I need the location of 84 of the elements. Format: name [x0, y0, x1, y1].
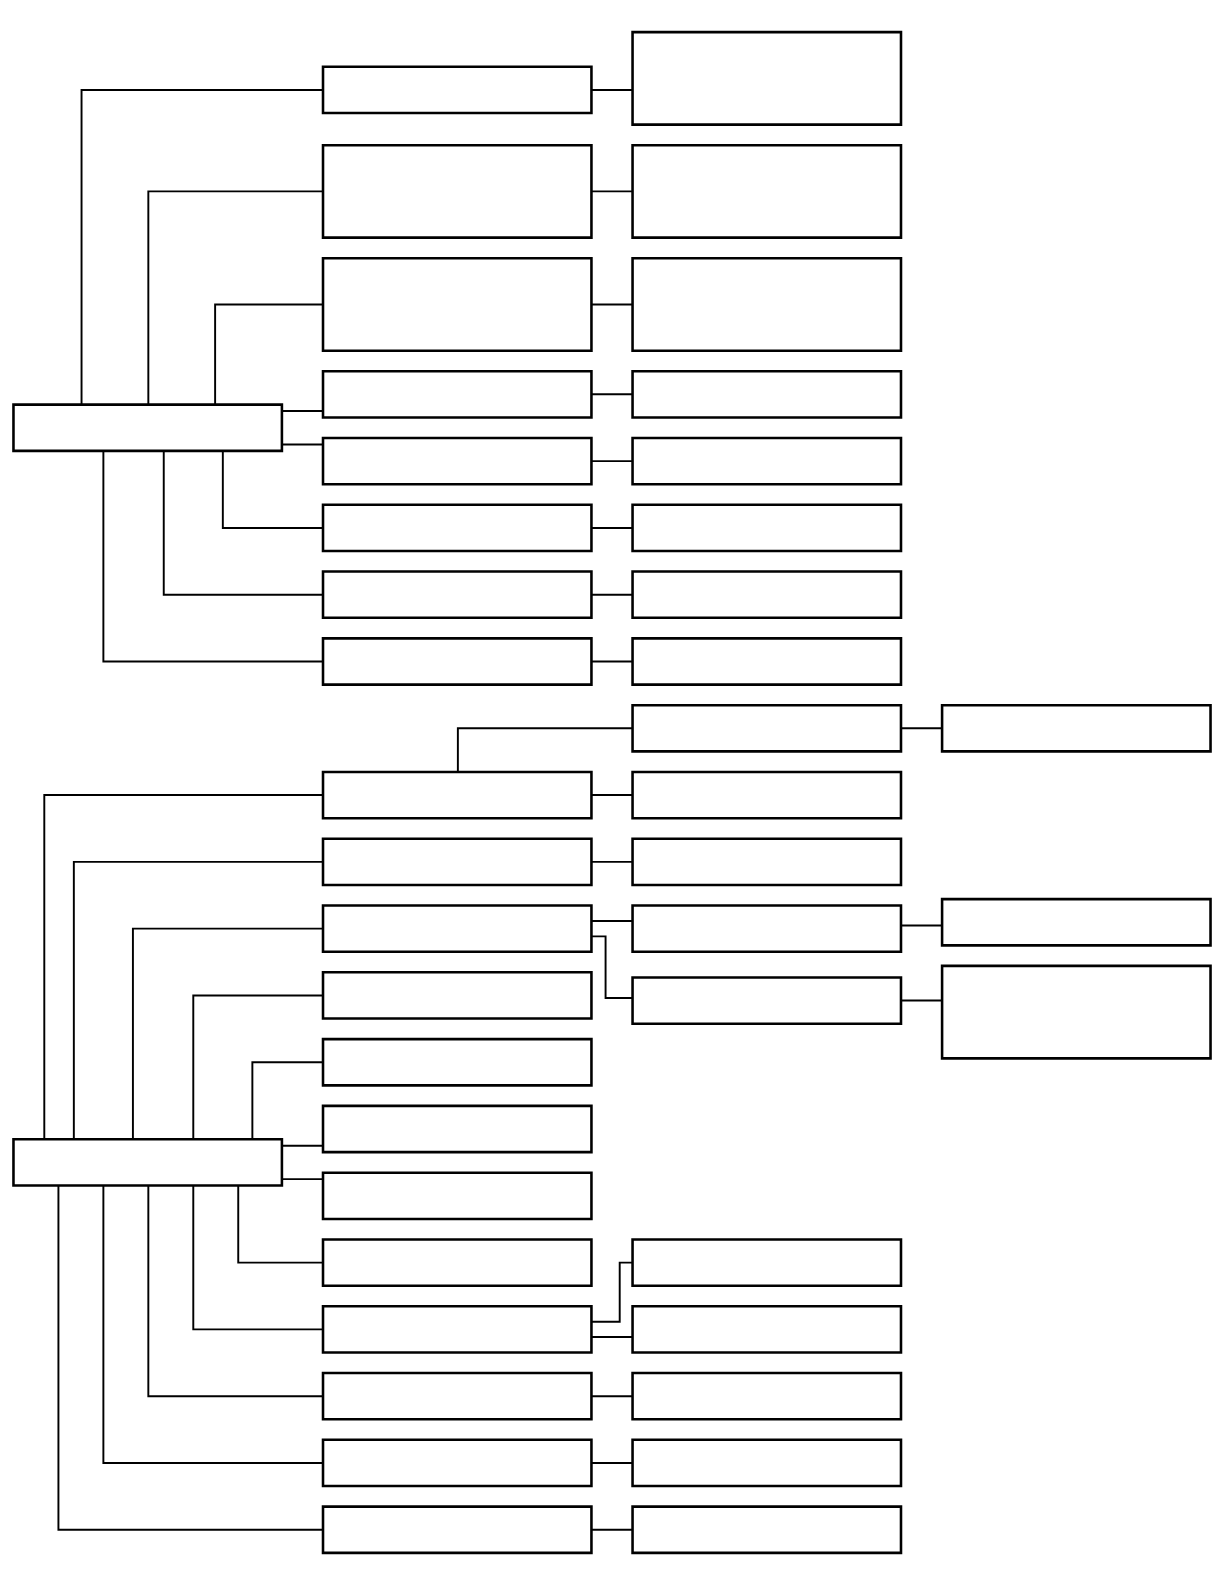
node-box	[321, 1104, 593, 1153]
node-box	[631, 703, 903, 753]
node-box	[321, 1504, 593, 1554]
connector	[237, 1184, 324, 1264]
node-box	[631, 1304, 903, 1354]
connector	[590, 459, 634, 462]
node-box	[631, 256, 903, 352]
node-box	[321, 1438, 593, 1487]
connector	[131, 927, 324, 1140]
connector	[590, 526, 634, 529]
node-box	[321, 636, 593, 686]
connector	[590, 1394, 634, 1397]
node-box	[940, 703, 1212, 753]
node-box	[631, 436, 903, 486]
node-box	[321, 503, 593, 552]
node-box	[321, 970, 593, 1020]
connector	[192, 993, 324, 1140]
node-box	[321, 1304, 593, 1354]
node-box	[631, 770, 903, 819]
node-box	[321, 1037, 593, 1087]
connector	[43, 793, 324, 1140]
connector	[221, 449, 324, 529]
node-box	[631, 636, 903, 686]
connector	[590, 88, 634, 91]
connector	[590, 302, 634, 305]
connector	[590, 1461, 634, 1464]
node-box	[321, 1237, 593, 1287]
connector	[900, 923, 943, 926]
node-box	[12, 1137, 284, 1187]
node-box	[321, 569, 593, 619]
node-box	[321, 256, 593, 352]
connector	[281, 442, 324, 445]
connector	[281, 409, 324, 412]
connector	[281, 1177, 324, 1180]
node-box	[321, 770, 593, 819]
connector	[590, 1528, 634, 1531]
connector	[57, 1184, 324, 1531]
node-box	[631, 903, 903, 953]
node-box	[631, 143, 903, 239]
node-box	[321, 1170, 593, 1220]
node-box	[631, 1438, 903, 1487]
connector	[590, 593, 634, 596]
connector	[590, 934, 634, 999]
connector	[147, 1184, 324, 1397]
node-box	[321, 903, 593, 953]
connector	[900, 999, 943, 1002]
node-box	[631, 975, 903, 1025]
node-box	[631, 503, 903, 552]
connector	[590, 793, 634, 796]
connector	[900, 726, 943, 729]
connector	[80, 88, 324, 405]
connector	[251, 1060, 324, 1140]
node-box	[321, 436, 593, 486]
node-box	[940, 897, 1212, 947]
connector	[162, 449, 324, 596]
node-box	[631, 369, 903, 419]
node-box	[321, 836, 593, 886]
connector	[192, 1184, 324, 1330]
connector	[281, 1144, 324, 1147]
connector	[102, 449, 324, 662]
node-box	[940, 964, 1212, 1060]
node-box	[631, 30, 903, 126]
connector	[102, 1184, 324, 1464]
connector	[214, 302, 324, 405]
node-box	[631, 1371, 903, 1421]
connector	[590, 860, 634, 863]
connector	[590, 189, 634, 192]
connector	[147, 189, 324, 405]
connector	[590, 1261, 634, 1323]
node-box	[321, 143, 593, 239]
connector	[590, 392, 634, 395]
node-box	[631, 569, 903, 619]
connector	[72, 860, 324, 1140]
connector	[590, 1335, 634, 1338]
connector	[456, 726, 634, 773]
node-box	[631, 1504, 903, 1554]
node-box	[12, 402, 284, 452]
node-box	[321, 1371, 593, 1421]
connector	[590, 919, 634, 922]
node-box	[321, 65, 593, 114]
node-box	[631, 836, 903, 886]
node-box	[321, 369, 593, 419]
node-box	[631, 1237, 903, 1287]
connector	[590, 660, 634, 662]
